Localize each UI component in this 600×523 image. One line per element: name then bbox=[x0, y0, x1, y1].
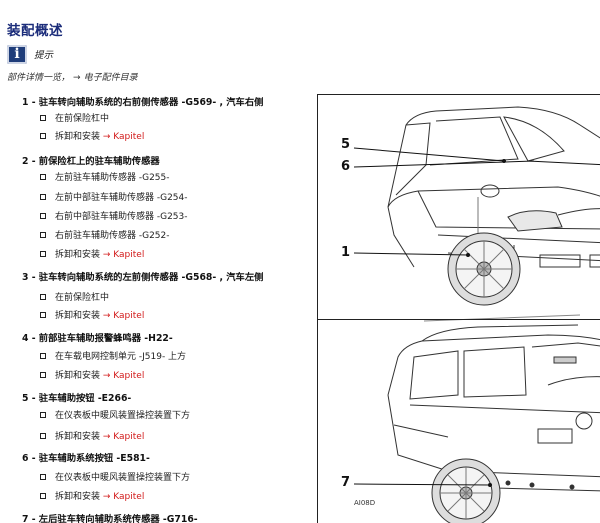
component-item-1: 1 - 驻车转向辅助系统的右前侧传感器 -G569- , 汽车右侧 bbox=[22, 97, 264, 108]
callout-label: 7 bbox=[341, 475, 351, 490]
checkbox-bullet-icon bbox=[40, 114, 46, 121]
install-link[interactable]: 拆卸和安装 → Kapitel bbox=[55, 432, 145, 442]
callout-lines-bottom bbox=[353, 483, 491, 486]
hint-row: i 提示 bbox=[7, 44, 53, 64]
figure-code: AI08D bbox=[354, 499, 376, 507]
install-link-row[interactable]: 拆卸和安装 → Kapitel bbox=[40, 429, 144, 442]
checkbox-bullet-icon bbox=[40, 212, 46, 219]
checkbox-bullet-icon bbox=[40, 193, 46, 200]
install-link-row[interactable]: 拆卸和安装 → Kapitel bbox=[40, 489, 144, 502]
install-link-row[interactable]: 拆卸和安装 → Kapitel bbox=[40, 129, 144, 142]
parts-catalog-link[interactable]: 电子配件目录 bbox=[83, 73, 138, 83]
component-detail: 在前保险杠中 bbox=[40, 111, 109, 124]
checkbox-bullet-icon bbox=[40, 311, 46, 318]
component-detail: 右前驻车辅助传感器 -G252- bbox=[40, 228, 170, 241]
callout-lines-top bbox=[353, 147, 600, 256]
component-detail: 左前驻车辅助传感器 -G255- bbox=[40, 170, 170, 183]
callout-label: 5 bbox=[341, 137, 351, 152]
install-link-row[interactable]: 拆卸和安装 → Kapitel bbox=[40, 308, 144, 321]
info-icon: i bbox=[7, 44, 27, 64]
reference-text: 部件详情一览， bbox=[7, 73, 71, 83]
checkbox-bullet-icon bbox=[40, 250, 46, 257]
component-item-2: 2 - 前保险杠上的驻车辅助传感器 bbox=[22, 156, 160, 167]
rear-car-drawing bbox=[387, 314, 600, 492]
install-link[interactable]: 拆卸和安装 → Kapitel bbox=[55, 311, 145, 321]
vehicle-figure: 5 6 1 7 AI08D bbox=[317, 94, 600, 523]
parts-catalog-reference: 部件详情一览，→电子配件目录 bbox=[7, 70, 138, 83]
install-link-row[interactable]: 拆卸和安装 → Kapitel bbox=[40, 247, 144, 260]
page-title: 装配概述 bbox=[7, 23, 63, 39]
callout-label: 6 bbox=[341, 159, 351, 174]
component-detail: 在仪表板中暖风装置操控装置下方 bbox=[40, 408, 190, 421]
component-detail: 在车载电网控制单元 -J519- 上方 bbox=[40, 349, 186, 362]
front-wheel bbox=[447, 232, 521, 306]
checkbox-bullet-icon bbox=[40, 231, 46, 238]
install-link[interactable]: 拆卸和安装 → Kapitel bbox=[55, 492, 145, 502]
component-detail: 在仪表板中暖风装置操控装置下方 bbox=[40, 470, 190, 483]
component-detail: 左前中部驻车辅助传感器 -G254- bbox=[40, 190, 188, 203]
component-item-5: 5 - 驻车辅助按钮 -E266- bbox=[22, 393, 132, 404]
checkbox-bullet-icon bbox=[40, 411, 46, 418]
checkbox-bullet-icon bbox=[40, 473, 46, 480]
hint-label: 提示 bbox=[34, 50, 54, 61]
install-link[interactable]: 拆卸和安装 → Kapitel bbox=[55, 132, 145, 142]
checkbox-bullet-icon bbox=[40, 492, 46, 499]
reference-arrow: → bbox=[73, 73, 81, 83]
checkbox-bullet-icon bbox=[40, 132, 46, 139]
install-link-row[interactable]: 拆卸和安装 → Kapitel bbox=[40, 368, 144, 381]
figure-divider bbox=[318, 319, 600, 320]
vehicle-illustration bbox=[318, 106, 600, 523]
rear-wheel bbox=[431, 458, 501, 523]
component-item-4: 4 - 前部驻车辅助报警蜂鸣器 -H22- bbox=[22, 333, 173, 344]
checkbox-bullet-icon bbox=[40, 293, 46, 300]
checkbox-bullet-icon bbox=[40, 432, 46, 439]
component-item-6: 6 - 驻车辅助系统按钮 -E581- bbox=[22, 453, 150, 464]
component-item-3: 3 - 驻车转向辅助系统的左前侧传感器 -G568- , 汽车左侧 bbox=[22, 272, 264, 283]
component-item-7: 7 - 左后驻车转向辅助系统传感器 -G716- bbox=[22, 514, 198, 523]
install-link[interactable]: 拆卸和安装 → Kapitel bbox=[55, 371, 145, 381]
install-link[interactable]: 拆卸和安装 → Kapitel bbox=[55, 250, 145, 260]
front-car-drawing bbox=[387, 106, 600, 283]
callout-label: 1 bbox=[341, 245, 351, 260]
checkbox-bullet-icon bbox=[40, 371, 46, 378]
checkbox-bullet-icon bbox=[40, 352, 46, 359]
checkbox-bullet-icon bbox=[40, 173, 46, 180]
component-detail: 右前中部驻车辅助传感器 -G253- bbox=[40, 209, 188, 222]
component-detail: 在前保险杠中 bbox=[40, 290, 109, 303]
